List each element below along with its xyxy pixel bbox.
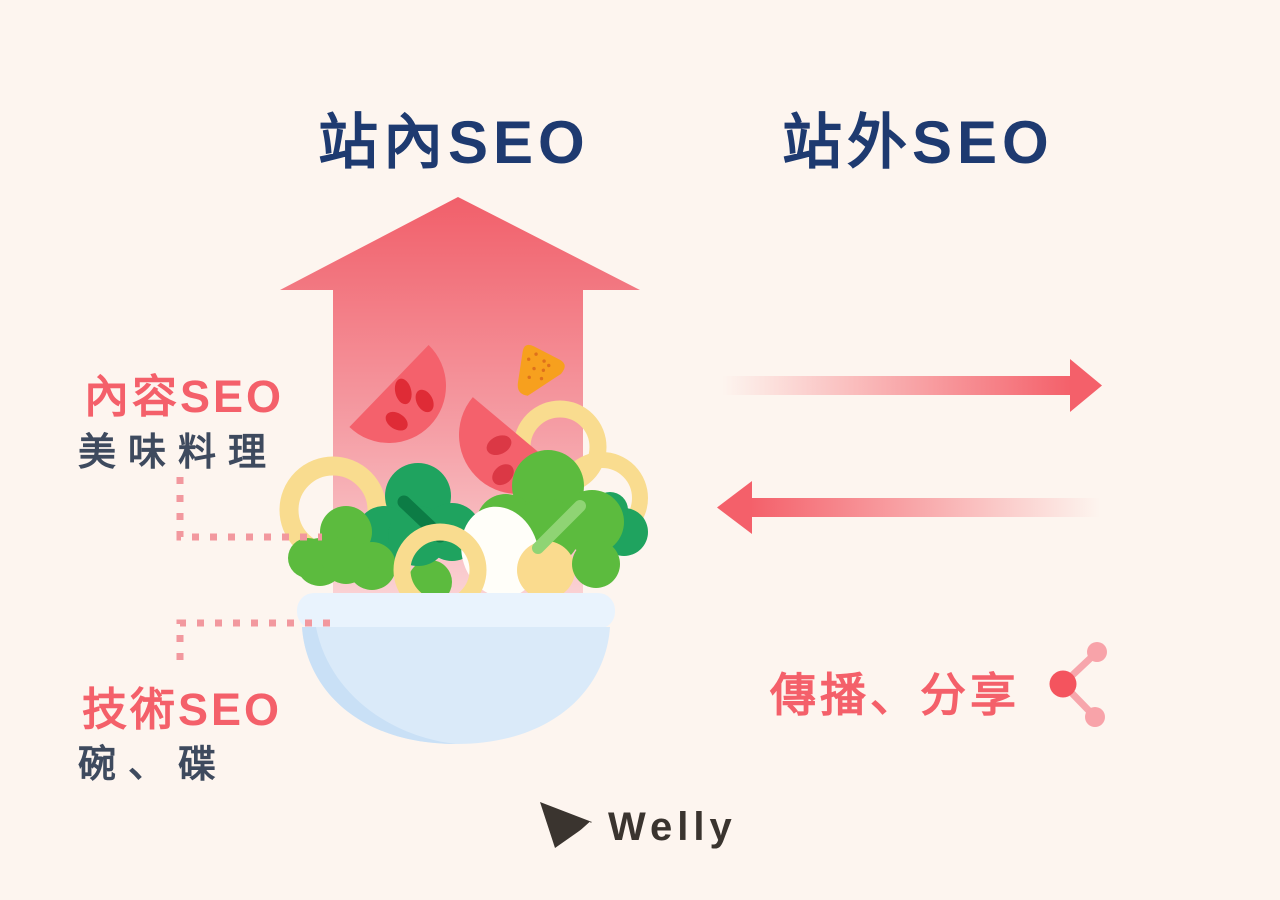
brand-name: Welly bbox=[608, 804, 737, 849]
label-content-seo: 內容SEO bbox=[84, 371, 285, 422]
lettuce-lobe-front-icon bbox=[572, 540, 620, 588]
share-network-icon bbox=[1049, 642, 1107, 727]
sublabel-bowl-plate: 碗、碟 bbox=[78, 744, 229, 786]
watermelon-slice-left-icon bbox=[349, 344, 446, 443]
lettuce-leaf-left-icon bbox=[296, 506, 396, 590]
dotted-line-technical-seo bbox=[176, 619, 330, 664]
gradient-arrow-left-icon bbox=[717, 481, 1100, 534]
label-technical-seo: 技術SEO bbox=[82, 684, 283, 735]
gradient-arrow-right-icon bbox=[722, 359, 1102, 412]
heading-onsite-seo: 站內SEO bbox=[318, 109, 590, 176]
brand-lockup: Welly bbox=[538, 800, 737, 850]
paper-plane-icon bbox=[540, 802, 593, 850]
lettuce-vein-icon bbox=[532, 500, 586, 554]
label-share-spread: 傳播、分享 bbox=[770, 669, 1020, 721]
dotted-line-content-seo bbox=[176, 477, 322, 541]
salad-bowl-icon bbox=[297, 593, 615, 744]
exchange-arrows bbox=[717, 359, 1102, 534]
salad-bowl-arrow-illustration bbox=[176, 197, 648, 744]
heading-offsite-seo: 站外SEO bbox=[782, 109, 1054, 176]
orange-wedge-icon bbox=[517, 344, 565, 396]
sublabel-delicious-dish: 美味料理 bbox=[78, 432, 279, 474]
